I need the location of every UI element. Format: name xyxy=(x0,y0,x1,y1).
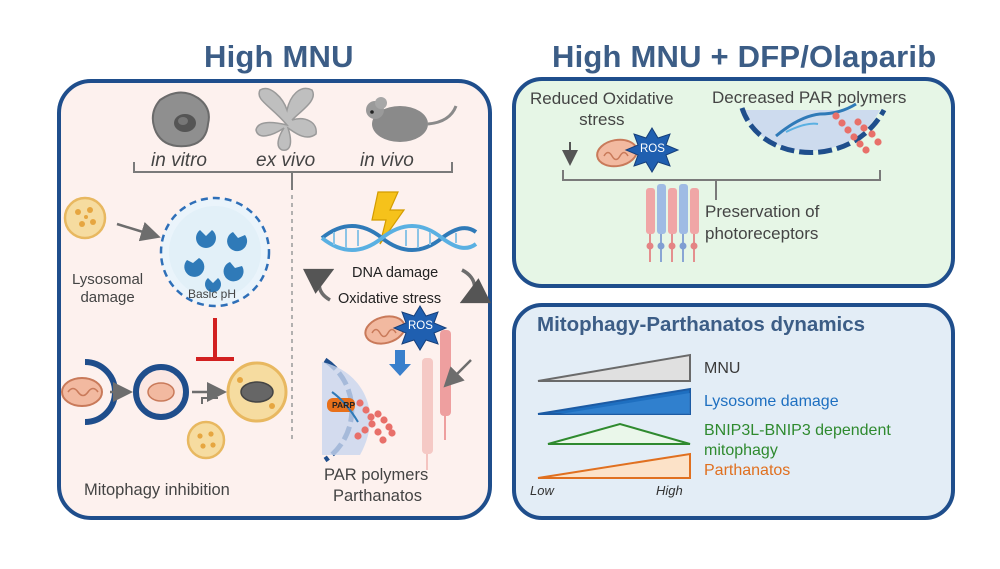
mnu-trend-triangle xyxy=(537,353,691,382)
autophagosome-icon xyxy=(133,364,189,420)
lysosome-icon xyxy=(63,196,107,240)
lysosomal-damage-label: Lysosomal damage xyxy=(72,271,144,306)
left-panel xyxy=(57,79,492,520)
nucleus-par-icon xyxy=(739,102,887,156)
ros-label-left: ROS xyxy=(408,320,433,332)
par-polymers-label: PAR polymers xyxy=(324,466,429,484)
dynamics-row-lysosome-damage: Lysosome damage xyxy=(704,393,839,410)
dna-damage-label: DNA damage xyxy=(352,265,439,281)
ros-burst-icon-2 xyxy=(624,127,680,173)
parp-label: PARP xyxy=(332,400,355,410)
lysosome-small-icon xyxy=(186,420,226,460)
high-label: High xyxy=(656,483,683,498)
model-label-in-vitro: in vitro xyxy=(151,150,207,171)
low-label: Low xyxy=(530,483,554,498)
basic-ph-label: Basic pH xyxy=(188,287,237,301)
decreased-par-polymers-label: Decreased PAR polymers xyxy=(712,88,907,107)
dynamics-title: Mitophagy-Parthanatos dynamics xyxy=(537,313,866,336)
cell-icon xyxy=(151,91,210,148)
preservation-label: Preservation of photoreceptors xyxy=(705,202,820,243)
autolysosome-icon xyxy=(226,361,288,423)
inhibition-icon xyxy=(196,318,234,361)
oxidative-stress-label: Oxidative stress xyxy=(338,291,442,307)
model-label-ex-vivo: ex vivo xyxy=(256,150,316,171)
ros-label-right: ROS xyxy=(640,143,665,155)
mitophagy-trend-triangle xyxy=(547,422,691,445)
dynamics-row-mnu: MNU xyxy=(704,360,741,377)
mitochondrion-icon xyxy=(61,359,118,425)
dna-icon xyxy=(320,224,478,252)
reduced-oxidative-stress-label: Reduced Oxidative stress xyxy=(530,89,674,129)
damaged-lysosome-icon xyxy=(159,196,271,308)
retina-flatmount-icon xyxy=(255,87,317,151)
photoreceptor-icon xyxy=(422,330,451,470)
parthanatos-label-left: Parthanatos xyxy=(333,487,422,505)
dynamics-row-mitophagy: BNIP3L-BNIP3 dependent mitophagy xyxy=(704,422,891,459)
left-panel-title: High MNU xyxy=(204,39,354,74)
lightning-icon xyxy=(371,191,406,245)
nucleus-parp-icon xyxy=(322,357,396,463)
photoreceptors-preserved-icon xyxy=(646,184,699,262)
parthanatos-trend-triangle xyxy=(537,452,691,479)
mitophagy-inhibition-label: Mitophagy inhibition xyxy=(84,481,230,499)
model-label-in-vivo: in vivo xyxy=(360,150,414,171)
right-panel-title: High MNU + DFP/Olaparib xyxy=(552,39,937,74)
mouse-icon xyxy=(366,97,458,142)
lysosome-damage-trend-triangle xyxy=(537,387,691,415)
ros-burst-icon xyxy=(392,305,448,351)
dynamics-row-parthanatos: Parthanatos xyxy=(704,462,791,479)
